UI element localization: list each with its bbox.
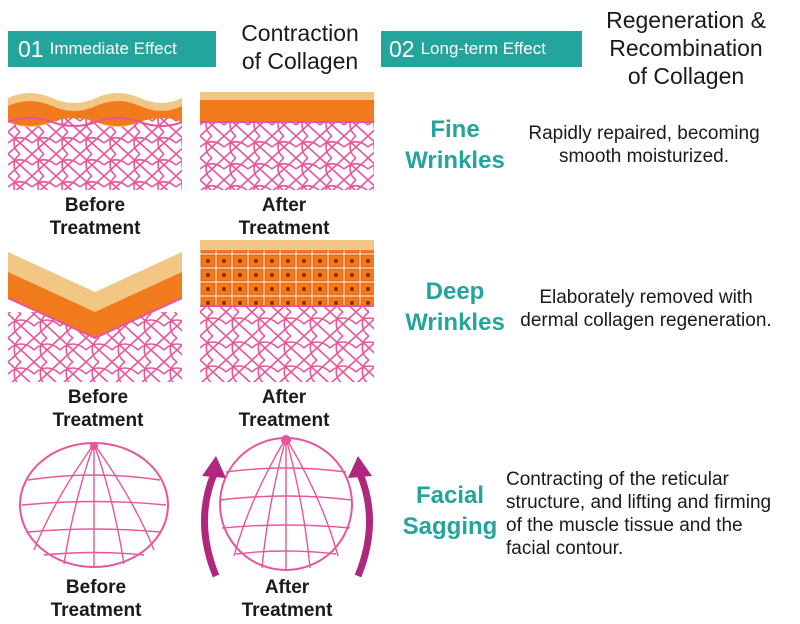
description-line: structure, and lifting and firming	[506, 492, 772, 513]
caption-line: After	[264, 577, 310, 598]
header-line: of Collagen	[241, 48, 359, 74]
caption-line: Treatment	[52, 410, 144, 431]
caption-before-deep: Before Treatment	[13, 386, 183, 432]
caption-line: After	[261, 195, 307, 216]
caption-line: Before	[67, 387, 129, 408]
skin-fine-after-illustration	[200, 92, 374, 190]
description-line: smooth moisturized.	[558, 146, 729, 167]
description-line: facial contour.	[506, 538, 624, 559]
category-facial-sagging: Facial Sagging	[390, 480, 510, 542]
category-line: Sagging	[402, 513, 498, 540]
badge-label: Immediate Effect	[49, 39, 177, 58]
caption-before-fine: Before Treatment	[10, 194, 180, 240]
caption-line: Before	[64, 195, 126, 216]
description-line: Contracting of the reticular	[506, 469, 729, 490]
caption-before-sagging: Before Treatment	[11, 576, 181, 622]
immediate-effect-badge: 01 Immediate Effect	[8, 31, 216, 67]
face-mesh-before-illustration	[14, 440, 174, 570]
skin-deep-after-illustration	[200, 240, 374, 382]
category-deep-wrinkles: Deep Wrinkles	[390, 276, 520, 338]
caption-line: Treatment	[49, 218, 141, 239]
header-line: Recombination	[609, 35, 763, 61]
contraction-header: Contraction of Collagen	[222, 19, 378, 75]
badge-label: Long-term Effect	[420, 39, 546, 58]
category-line: Wrinkles	[405, 147, 505, 174]
caption-after-deep: After Treatment	[199, 386, 369, 432]
skin-deep-before-illustration	[8, 242, 182, 382]
category-fine-wrinkles: Fine Wrinkles	[390, 114, 520, 176]
lift-arrow-icon	[192, 452, 382, 582]
regeneration-header: Regeneration & Recombination of Collagen	[584, 6, 788, 90]
category-line: Facial	[415, 482, 485, 509]
caption-line: Treatment	[241, 600, 333, 621]
caption-line: Treatment	[238, 218, 330, 239]
caption-line: Treatment	[238, 410, 330, 431]
header-line: of Collagen	[627, 63, 745, 89]
category-line: Deep	[425, 278, 485, 305]
description-line: of the muscle tissue and the	[506, 515, 743, 536]
description-fine-wrinkles: Rapidly repaired, becoming smooth moistu…	[504, 122, 784, 168]
category-line: Fine	[430, 116, 480, 143]
caption-line: After	[261, 387, 307, 408]
category-line: Wrinkles	[405, 309, 505, 336]
description-line: Rapidly repaired, becoming	[528, 123, 760, 144]
header-line: Contraction	[241, 20, 359, 46]
badge-number: 02	[389, 35, 415, 62]
description-line: dermal collagen regeneration.	[520, 310, 772, 331]
description-facial-sagging: Contracting of the reticular structure, …	[506, 468, 796, 560]
caption-after-fine: After Treatment	[199, 194, 369, 240]
caption-line: Treatment	[50, 600, 142, 621]
header-line: Regeneration &	[606, 7, 766, 33]
description-deep-wrinkles: Elaborately removed with dermal collagen…	[498, 286, 794, 332]
description-line: Elaborately removed with	[539, 287, 753, 308]
face-mesh-after-illustration	[196, 428, 376, 576]
caption-line: Before	[65, 577, 127, 598]
long-term-effect-badge: 02 Long-term Effect	[381, 31, 582, 67]
badge-number: 01	[18, 35, 44, 62]
skin-fine-before-illustration	[8, 88, 182, 190]
caption-after-sagging: After Treatment	[202, 576, 372, 622]
